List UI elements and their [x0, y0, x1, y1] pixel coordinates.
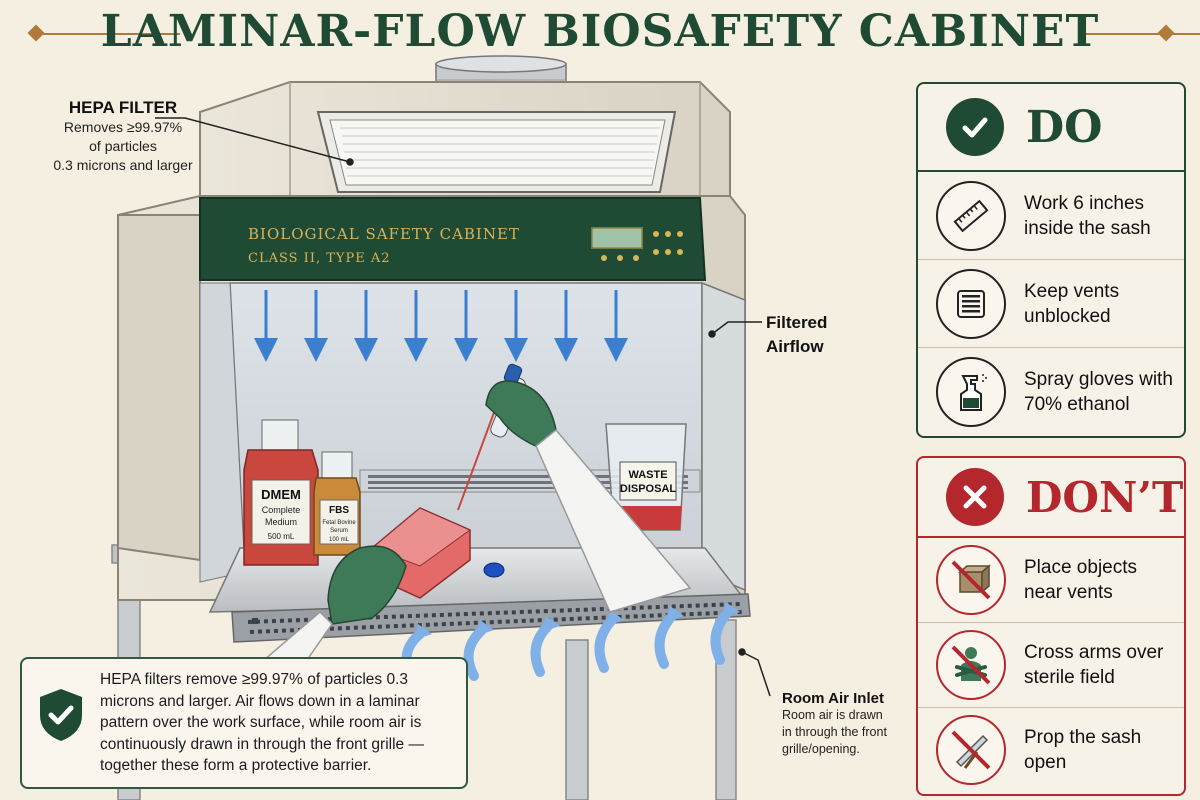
dont-panel-header: DON’T: [918, 458, 1184, 538]
do-panel-header: DO: [918, 84, 1184, 172]
inlet-callout-line1: Room air is drawn: [782, 708, 883, 722]
do-item-keep-vents-unblocked: Keep vents unblocked: [918, 260, 1184, 348]
info-box: HEPA filters remove ≥99.97% of particles…: [20, 657, 468, 789]
hepa-callout-line1: Removes ≥99.97%: [63, 119, 183, 135]
control-panel: [199, 197, 707, 281]
do-item-work-inside-sash: Work 6 inches inside the sash: [918, 172, 1184, 260]
airflow-callout-line2: Airflow: [766, 337, 824, 356]
airflow-callout: Filtered Airflow: [766, 311, 827, 359]
info-box-text: HEPA filters remove ≥99.97% of particles…: [100, 671, 424, 774]
dont-item-1-line1: Place objects: [1024, 557, 1138, 578]
title-ornament-left: [40, 33, 180, 35]
do-panel: DO Work 6 inches inside the sash Keep ven…: [916, 82, 1186, 438]
gloved-hands: [327, 380, 557, 625]
waste-line2: DISPOSAL: [620, 483, 677, 495]
vent-grille-icon: [936, 268, 1006, 339]
fbs-line1: Fetal Bovine: [322, 520, 356, 526]
inlet-callout-line2: in through the front: [782, 725, 887, 739]
dmem-line1: Complete: [262, 505, 301, 515]
dont-item-2-line2: sterile field: [1024, 667, 1115, 688]
dont-item-cross-arms: Cross arms over sterile field: [918, 623, 1184, 708]
dont-item-2-line1: Cross arms over: [1024, 642, 1164, 663]
ruler-icon: [936, 180, 1006, 251]
do-item-3-line2: 70% ethanol: [1024, 393, 1130, 415]
lab-coat-sleeves: [262, 428, 692, 671]
dont-panel-title: DON’T: [1026, 472, 1184, 522]
waste-beaker: [605, 423, 687, 531]
do-item-3-line1: Spray gloves with: [1024, 368, 1173, 390]
spray-bottle-icon: [936, 356, 1006, 427]
dmem-line3: 500 mL: [268, 532, 295, 541]
dont-item-prop-sash: Prop the sash open: [918, 708, 1184, 792]
crossed-arms-prohibited-icon: [936, 630, 1006, 700]
cabinet-label-line2: CLASS II, TYPE A2: [248, 251, 391, 266]
flask-cap: [483, 562, 505, 578]
hepa-callout-line2: of particles: [89, 138, 157, 154]
dont-item-3-line2: open: [1024, 752, 1067, 773]
do-item-1-line2: inside the sash: [1024, 217, 1151, 239]
propped-sash-prohibited-icon: [936, 715, 1006, 785]
inlet-callout-line3: grille/opening.: [782, 742, 860, 756]
dmem-name: DMEM: [261, 487, 301, 502]
do-item-2-line1: Keep vents: [1024, 280, 1120, 302]
waste-line1: WASTE: [628, 469, 667, 481]
hepa-callout: HEPA FILTER Removes ≥99.97% of particles…: [28, 98, 218, 175]
hepa-callout-line3: 0.3 microns and larger: [53, 157, 193, 173]
do-item-1-line1: Work 6 inches: [1024, 192, 1145, 214]
hepa-filter: [316, 111, 677, 193]
do-item-spray-gloves: Spray gloves with 70% ethanol: [918, 348, 1184, 435]
dmem-bottle: [243, 419, 319, 566]
shield-check-icon: [40, 689, 82, 741]
do-panel-title: DO: [1026, 101, 1103, 153]
page-title: LAMINAR-FLOW BIOSAFETY CABINET: [100, 6, 1100, 57]
dont-item-3-line1: Prop the sash: [1024, 727, 1142, 748]
box-prohibited-icon: [936, 545, 1006, 615]
cabinet-label-line1: BIOLOGICAL SAFETY CABINET: [248, 225, 520, 243]
fbs-line2: Serum: [330, 528, 348, 534]
hepa-callout-heading: HEPA FILTER: [68, 98, 178, 117]
checkmark-icon: [946, 98, 1004, 156]
callout-leaders: [155, 117, 771, 697]
do-item-2-line2: unblocked: [1024, 305, 1111, 327]
dont-panel: DON’T Place objects near vents Cross arms…: [916, 456, 1186, 796]
title-ornament-right: [1082, 33, 1200, 35]
dont-item-1-line2: near vents: [1024, 582, 1113, 603]
inlet-callout-heading: Room Air Inlet: [782, 690, 884, 707]
inlet-callout: Room Air Inlet Room air is drawn in thro…: [782, 690, 922, 758]
filtered-airflow-arrows: [254, 290, 628, 362]
fbs-line3: 100 mL: [329, 537, 350, 543]
dmem-line2: Medium: [265, 517, 297, 527]
dont-item-objects-near-vents: Place objects near vents: [918, 538, 1184, 623]
x-mark-icon: [946, 468, 1004, 526]
fbs-name: FBS: [329, 505, 349, 516]
airflow-callout-line1: Filtered: [766, 313, 828, 332]
